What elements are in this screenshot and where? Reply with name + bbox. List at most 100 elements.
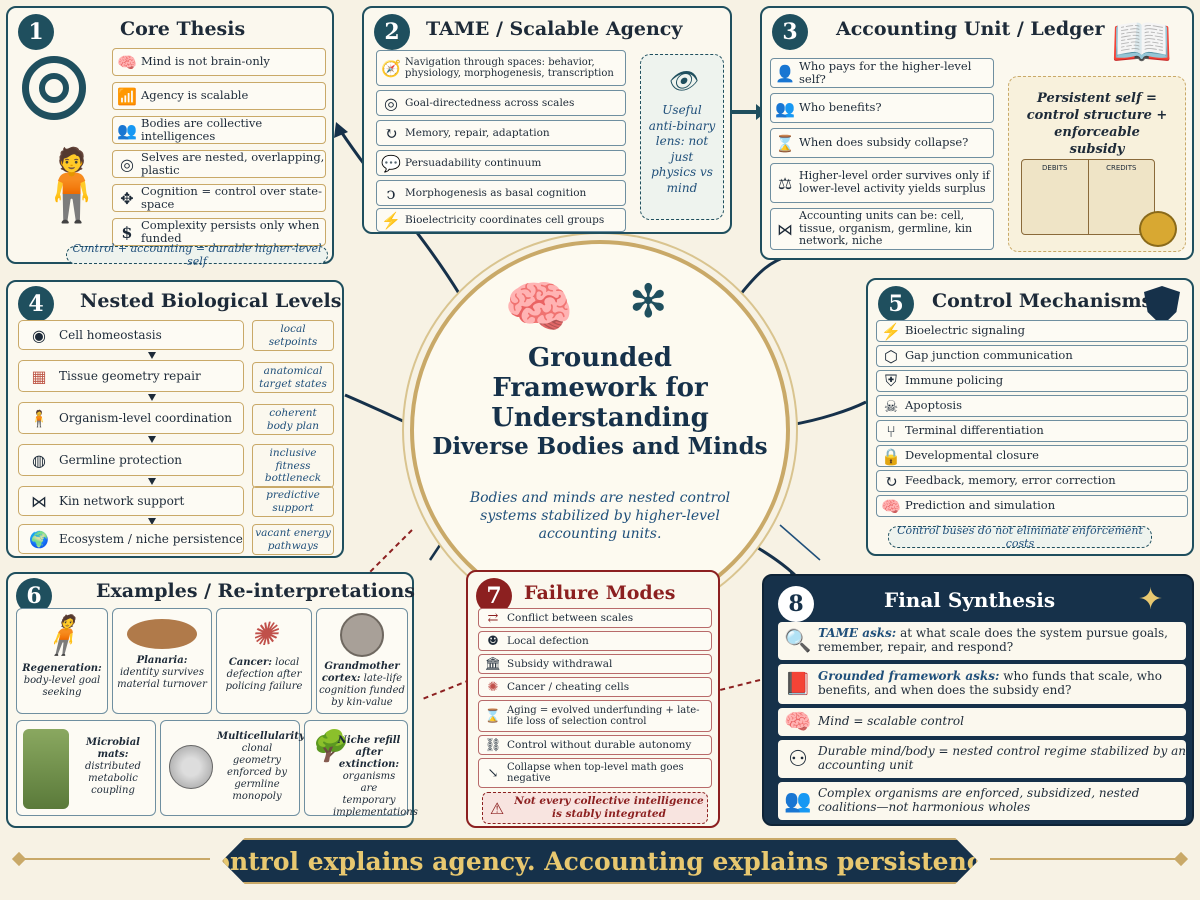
panel-number: 2 [374,14,410,50]
level-text: Cell homeostasis [59,328,162,342]
target-icon [22,56,86,120]
level-row: 🌍 Ecosystem / niche persistence [18,524,244,554]
row-text: Terminal differentiation [905,423,1044,438]
microbial-mat-icon [23,729,69,809]
synthesis-row: 📕 Grounded framework asks: who funds tha… [778,664,1186,704]
synthesis-text: Durable mind/body = nested control regim… [818,744,1186,772]
thesis-row: 🧠 Mind is not brain-only [112,48,326,76]
bank-icon: 🏛 [484,656,502,672]
example-card: ✺ Cancer: local defection after policing… [216,608,312,714]
panel-title: Control Mechanisms [932,290,1153,312]
failure-row: ⇄ Conflict between scales [478,608,712,628]
open-book-icon: 📖 [1110,13,1174,71]
thesis-row: 👥 Bodies are collective intelligences [112,116,326,144]
people-group-icon: 👥 [784,788,812,814]
panel-number: 1 [18,14,54,50]
thesis-row: $ Complexity persists only when funded [112,218,326,246]
card-lead: Planaria: [136,655,188,666]
ledger-book-icon: DEBITS CREDITS [1021,159,1155,235]
mechanism-row: ⬡ Gap junction communication [876,345,1188,367]
panel-number: 4 [18,286,54,322]
broken-chain-icon: ⛓ [484,737,502,753]
row-text: Who benefits? [799,100,882,115]
row-text: Feedback, memory, error correction [905,473,1116,488]
center-neuron-icon: ✻ [629,274,668,328]
row-text: Gap junction communication [905,348,1073,363]
gold-coins-icon [1139,211,1177,247]
panel-core-thesis: 1 Core Thesis 🧍 🧠 Mind is not brain-only… [6,6,334,268]
center-subtitle-line: Bodies and minds are nested control [469,490,731,506]
panel-title: Examples / Re-interpretations [96,580,416,602]
level-row: ◍ Germline protection [18,444,244,476]
level-note: coherent body plan [252,404,334,436]
tissue-icon: ▦ [31,366,47,386]
row-text: Bodies are collective intelligences [141,116,263,143]
synthesis-row: ⚇ Durable mind/body = nested control reg… [778,740,1186,778]
tame-row: ◎ Goal-directedness across scales [376,90,626,116]
eye-icon: 👁 [666,67,698,95]
card-lead: Niche refill after extinction: [337,735,401,770]
lens-box: 👁 Useful anti-binary lens: not just phys… [640,54,724,220]
panel-number: 8 [778,586,814,622]
row-text: Goal-directedness across scales [405,96,575,109]
branching-icon: ⑂ [886,421,896,441]
center-title: Grounded Framework for Understanding Div… [414,343,786,460]
card-text: distributed metabolic coupling [85,761,141,796]
row-text: Cognition = control over state-space [141,184,322,211]
card-lead: Cancer: [228,657,272,669]
row-text: Navigation through spaces: behavior, phy… [405,56,614,80]
network-icon: ⋈ [777,219,793,239]
level-row: ▦ Tissue geometry repair [18,360,244,392]
hexagon-cells-icon: ⬡ [884,346,898,366]
panel-title: Core Thesis [120,18,246,40]
level-note: anatomical target states [252,362,334,394]
speech-bubble-icon: 💬 [381,153,401,173]
cancer-cell-icon: ✺ [487,679,499,695]
persistent-self-box: Persistent self = control structure + en… [1008,76,1186,252]
row-text: Immune policing [905,373,1004,388]
magnifier-icon: 🔍 [784,628,812,654]
row-text: Cancer / cheating cells [507,680,630,693]
panel-control-mechanisms: 5 Control Mechanisms ⚡ Bioelectric signa… [866,278,1194,556]
level-row: 🧍 Organism-level coordination [18,402,244,434]
hourglass-icon: ⌛ [775,133,795,153]
planaria-icon [127,619,197,649]
synthesis-lead: TAME asks: [818,626,897,641]
down-arrow-icon [148,394,156,401]
mechanism-row: 🧠 Prediction and simulation [876,495,1188,517]
level-row: ⋈ Kin network support [18,486,244,516]
card-text: identity survives material turnover [117,667,207,690]
bioelectric-wave-icon: ⚡ [881,321,901,341]
level-note: local setpoints [252,320,334,352]
row-text: Higher-level order survives only if lowe… [799,169,990,195]
level-text: Ecosystem / niche persistence [59,532,243,546]
bottom-banner: Control explains agency. Accounting expl… [222,838,978,884]
panel-nested-levels: 4 Nested Biological Levels ◉ Cell homeos… [6,280,344,558]
panel-title: Nested Biological Levels [80,290,342,312]
card-lead: Regeneration: [22,662,102,674]
down-arrow-icon [148,518,156,525]
dollar-icon: $ [121,222,133,242]
center-circle: 🧠 ✻ Grounded Framework for Understanding… [410,240,790,620]
ledger-row: ⚖ Higher-level order survives only if lo… [770,163,994,203]
level-note: inclusive fitness bottleneck [252,444,334,488]
panel-number: 3 [772,14,808,50]
cycle-arrows-icon: ↻ [384,123,398,143]
row-text: Bioelectric signaling [905,323,1026,338]
feedback-loop-icon: ↻ [884,471,898,491]
row-text: Complexity persists only when funded [141,218,320,245]
thesis-row: ✥ Cognition = control over state-space [112,184,326,212]
row-text: Morphogenesis as basal cognition [405,186,587,199]
mechanism-row: 🔒 Developmental closure [876,445,1188,467]
thesis-row: ◎ Selves are nested, overlapping, plasti… [112,150,326,178]
panel-tame: 2 TAME / Scalable Agency 🧭 Navigation th… [362,6,732,234]
star-icon: ✦ [1138,582,1164,617]
downward-graph-icon: ↘ [487,765,499,781]
defector-mask-icon: ☻ [487,633,499,649]
banner-text: Control explains agency. Accounting expl… [193,846,1007,876]
brain-icon: 🧠 [881,496,901,516]
panel-title: Failure Modes [524,582,676,604]
kin-network-icon: ⋈ [31,491,47,511]
mechanism-row: ⑂ Terminal differentiation [876,420,1188,442]
lens-text: Useful anti-binary lens: not just physic… [648,103,716,195]
